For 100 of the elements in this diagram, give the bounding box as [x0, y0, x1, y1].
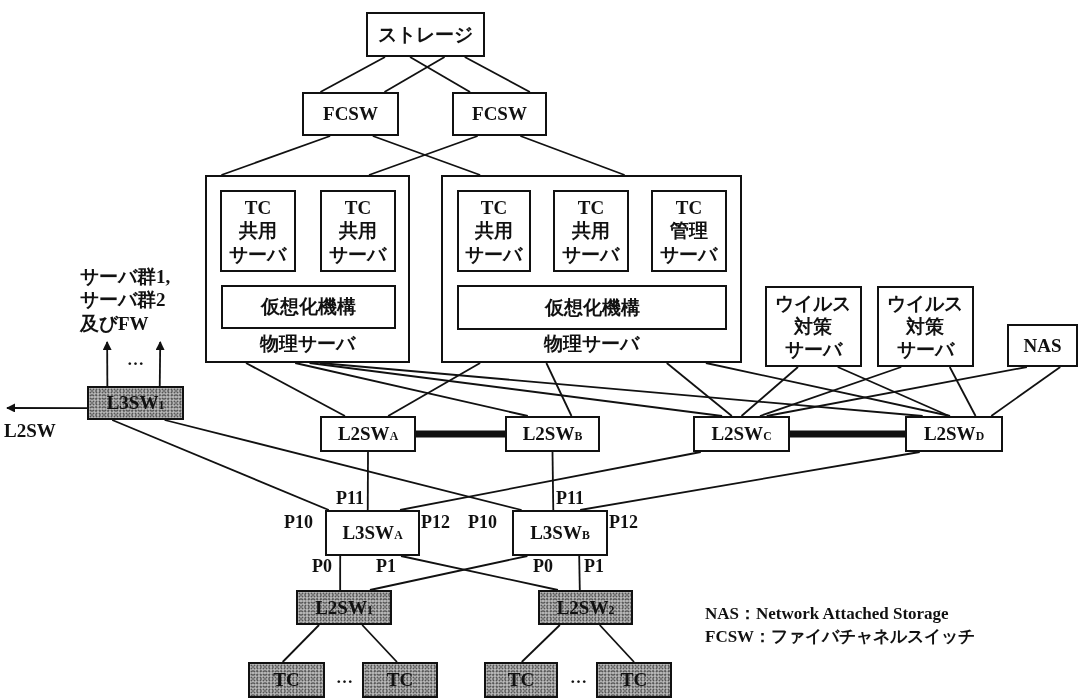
- ellipsis-label: …: [127, 350, 145, 370]
- node-label: TC管理サーバ: [659, 196, 719, 266]
- node-label: 物理サーバ: [260, 331, 355, 356]
- switch-box: [538, 590, 633, 625]
- link-line: [578, 555, 581, 591]
- link-line: [765, 366, 1028, 417]
- thick-link-line: [416, 430, 505, 438]
- node-label: NAS: [1023, 333, 1062, 358]
- link-line: [399, 451, 702, 511]
- node-label: ウイルス対策サーバ: [774, 291, 853, 362]
- port-label: P10: [468, 512, 497, 533]
- link-line: [369, 555, 529, 591]
- device-box: [693, 416, 790, 452]
- node-label: L2SW: [4, 418, 56, 442]
- node-label: TC共用サーバ: [464, 196, 524, 266]
- device-box: [651, 190, 727, 272]
- device-box: [905, 416, 1003, 452]
- link-line: [545, 362, 573, 417]
- node-label: TC: [507, 668, 535, 692]
- node-label: TC: [386, 668, 414, 692]
- node-label: FCSW: [472, 102, 527, 126]
- link-line: [759, 366, 903, 417]
- device-box: [877, 286, 974, 367]
- link-line: [705, 362, 951, 417]
- link-line: [111, 419, 330, 511]
- port-label: P1: [376, 556, 396, 577]
- device-box: [1007, 324, 1078, 367]
- link-line: [245, 362, 346, 417]
- link-line: [948, 366, 977, 417]
- device-box: [325, 510, 420, 556]
- port-label: P0: [312, 556, 332, 577]
- port-label: P11: [336, 488, 364, 509]
- link-line: [383, 56, 446, 93]
- link-line: [836, 366, 950, 417]
- device-box: [302, 92, 399, 136]
- switch-box: [248, 662, 325, 698]
- switch-box: [296, 590, 392, 625]
- device-box: [320, 416, 416, 452]
- arrow: [155, 341, 165, 387]
- node-label: 仮想化機構: [544, 295, 640, 320]
- port-label: P12: [421, 512, 450, 533]
- port-label: P12: [609, 512, 638, 533]
- node-label: TC共用サーバ: [228, 196, 288, 266]
- link-line: [520, 624, 561, 663]
- thick-link-line: [790, 430, 905, 438]
- switch-box: [362, 662, 438, 698]
- link-line: [281, 624, 320, 663]
- port-label: P1: [584, 556, 604, 577]
- node-label: ウイルス対策サーバ: [886, 291, 965, 362]
- device-box: [765, 286, 862, 367]
- node-label: TC: [620, 668, 648, 692]
- link-line: [990, 366, 1062, 417]
- device-box: [457, 190, 531, 272]
- device-box: [221, 285, 396, 329]
- link-line: [361, 624, 398, 663]
- link-line: [665, 362, 733, 417]
- port-label: P11: [556, 488, 584, 509]
- legend-note: FCSW：ファイバチャネルスイッチ: [705, 626, 976, 648]
- link-line: [409, 56, 471, 93]
- link-line: [366, 451, 369, 511]
- device-box: [505, 416, 600, 452]
- node-label: 仮想化機構: [261, 295, 356, 319]
- link-line: [220, 135, 332, 176]
- port-label: P0: [533, 556, 553, 577]
- device-box: [220, 190, 296, 272]
- device-box: [452, 92, 547, 136]
- link-line: [598, 624, 635, 663]
- switch-box: [484, 662, 558, 698]
- device-box: [512, 510, 608, 556]
- device-box: [320, 190, 396, 272]
- ellipsis-label: …: [336, 668, 354, 688]
- device-box: [366, 12, 485, 57]
- node-label: 物理サーバ: [544, 331, 639, 356]
- link-line: [551, 451, 555, 511]
- device-box: [457, 285, 727, 330]
- ellipsis-label: …: [570, 668, 588, 688]
- link-line: [163, 419, 523, 511]
- link-line: [339, 555, 342, 591]
- link-line: [387, 362, 482, 417]
- node-label: サーバ群1,サーバ群2及びFW: [80, 265, 172, 335]
- link-line: [740, 366, 799, 417]
- link-line: [294, 362, 529, 417]
- arrow: [102, 341, 112, 387]
- link-line: [400, 555, 559, 591]
- arrow: [6, 403, 88, 413]
- server-group-box: [441, 175, 742, 363]
- link-line: [579, 451, 921, 511]
- switch-box: [87, 386, 184, 420]
- port-label: P10: [284, 512, 313, 533]
- link-line: [308, 362, 723, 417]
- switch-box: [596, 662, 672, 698]
- link-line: [319, 56, 386, 93]
- node-label: TC共用サーバ: [561, 196, 621, 266]
- node-label: TC: [273, 668, 300, 692]
- device-box: [553, 190, 629, 272]
- node-label: ストレージ: [378, 22, 473, 47]
- legend-note: NAS：Network Attached Storage: [705, 603, 949, 625]
- link-line: [519, 135, 626, 176]
- node-label: FCSW: [323, 102, 378, 126]
- node-label: TC共用サーバ: [328, 196, 388, 266]
